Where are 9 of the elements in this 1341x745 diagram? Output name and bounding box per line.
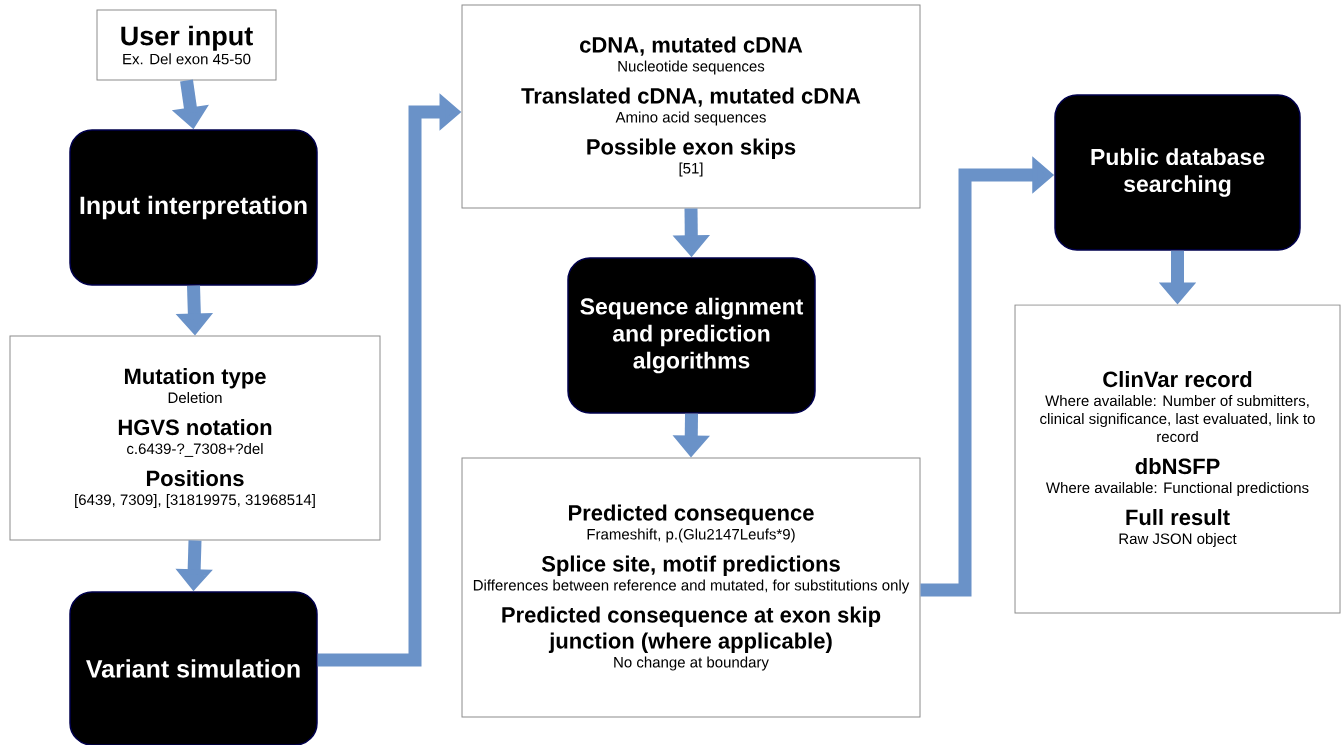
info-box: Predicted consequence Frameshift, p.(Glu2147Leufs*9) Splice site, motif predictions Differences between reference and mutated, for substitutions only Predicted consequence at exon skip junction (where applicable) No change at boundary [461,457,921,718]
process-box: Variant simulation [69,591,318,745]
process-box: Sequence alignment and prediction algorithms [567,257,816,414]
info-box: ClinVar record Where available: Number of submitters, clinical significance, last evaluated, link to record dbNSFP Where available: Functional predictions Full result Raw JSON object [1014,304,1341,614]
process-box: Input interpretation [69,129,318,286]
info-box: Mutation type Deletion HGVS notation c.6439-?_7308+?del Positions [6439, 7309], [31819975, 31968514] [9,335,381,541]
info-box: cDNA, mutated cDNA Nucleotide sequences Translated cDNA, mutated cDNA Amino acid sequences Possible exon skips [51] [461,4,921,209]
info-box: User input Ex. Del exon 45-50 [96,9,277,81]
process-box: Public database searching [1054,94,1301,251]
